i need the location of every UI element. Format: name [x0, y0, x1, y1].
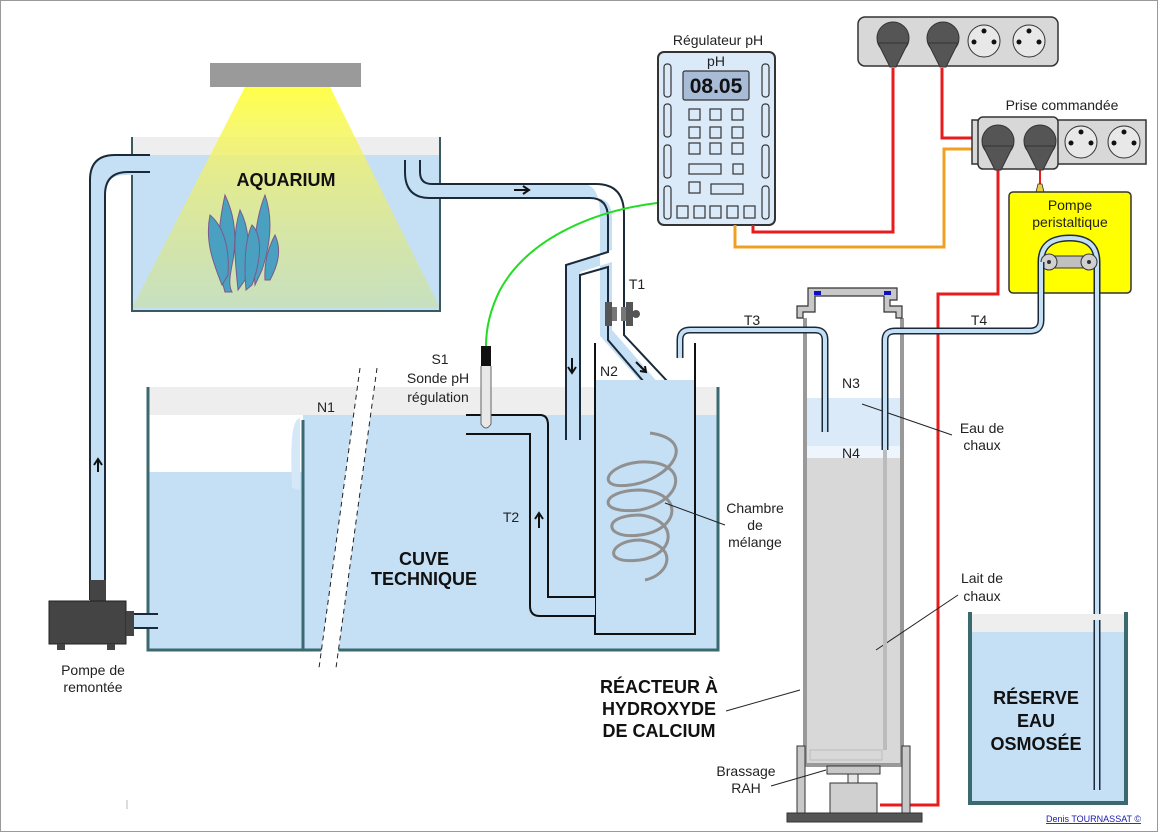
plug-icon [876, 21, 910, 68]
ro-reservoir: RÉSERVE EAU OSMOSÉE [968, 612, 1128, 805]
tube-t2-label: T2 [503, 509, 520, 525]
controller-keypad[interactable] [676, 108, 756, 219]
pipe-t2: T2 [466, 414, 595, 617]
light-beam [132, 87, 440, 308]
plant-icon [207, 193, 280, 293]
ph-controller: Régulateur pH pH 08.05 [657, 32, 776, 226]
socket-icon [1107, 125, 1141, 159]
socket-icon [1012, 24, 1046, 58]
overflow-pipe: T1 [404, 160, 669, 440]
mixing-chamber-label-line3: mélange [728, 534, 782, 550]
stirrer-motor [829, 782, 878, 814]
flow-up-arrow-icon [93, 457, 103, 472]
mixing-chamber-label-line2: de [747, 517, 763, 533]
socket-icon [967, 24, 1001, 58]
ph-probe: S1 Sonde pH régulation [407, 202, 658, 429]
peristaltic-pump-label-line1: Pompe [1048, 197, 1093, 213]
power-strip [857, 16, 1059, 68]
probe-label-line1: S1 [431, 351, 448, 367]
socket-icon [1064, 125, 1098, 159]
flow-down-arrow-icon [567, 358, 577, 375]
ro-reservoir-label-line1: RÉSERVE [993, 687, 1079, 708]
controller-side-buttons [663, 63, 770, 220]
sump-label-line1: CUVE [399, 549, 449, 569]
plug-icon [1023, 124, 1057, 171]
stirrer-label-line1: Brassage [716, 763, 775, 779]
probe-label-line3: régulation [407, 389, 469, 405]
reactor-label-line1: RÉACTEUR À [600, 676, 718, 697]
author-credit-link[interactable]: Denis TOURNASSAT © [1046, 814, 1141, 824]
ph-display [682, 70, 750, 101]
return-pump: Pompe de remontée [48, 580, 158, 695]
tube-t4: T4 [881, 262, 1045, 750]
sump-label-line2: TECHNIQUE [371, 569, 477, 589]
plug-icon [926, 21, 960, 68]
flow-up-arrow-icon [534, 511, 544, 528]
probe-label-line2: Sonde pH [407, 370, 469, 386]
lime-milk-label-line2: chaux [963, 588, 1000, 604]
level-n2-label: N2 [600, 363, 618, 379]
level-n1-label: N1 [317, 399, 335, 415]
cables [733, 68, 1041, 807]
mixing-chamber-label-line1: Chambre [726, 500, 784, 516]
reactor-label-line3: DE CALCIUM [603, 721, 716, 741]
reactor-label-line2: HYDROXYDE [602, 699, 716, 719]
aquarium: AQUARIUM [131, 63, 441, 312]
level-n4-label: N4 [842, 445, 860, 461]
peristaltic-pump-label-line2: peristaltique [1032, 214, 1108, 230]
aquarium-label: AQUARIUM [237, 170, 336, 190]
flow-diagonal-arrow-icon [635, 361, 648, 374]
ph-controller-title: Régulateur pH [673, 32, 763, 48]
lamp [210, 63, 361, 87]
mixing-coil-icon [606, 431, 678, 582]
valve-t1-icon[interactable] [605, 302, 640, 326]
tube-t3-label: T3 [744, 312, 761, 328]
lime-milk-label-line1: Lait de [961, 570, 1003, 586]
return-pump-label-line1: Pompe de [61, 662, 125, 678]
probe-cable [485, 202, 658, 347]
level-n3-label: N3 [842, 375, 860, 391]
plug-icon [981, 124, 1015, 171]
ro-reservoir-label-line3: OSMOSÉE [990, 733, 1081, 754]
controlled-outlet: Prise commandée [971, 97, 1147, 171]
return-pipe [89, 154, 150, 600]
ph-display-value: 08.05 [690, 75, 743, 98]
tube-t1-label: T1 [629, 276, 646, 292]
tube-t3: T3 [676, 312, 829, 432]
stirrer-label-line2: RAH [731, 780, 761, 796]
limewater-label-line2: chaux [963, 437, 1000, 453]
controlled-outlet-label: Prise commandée [1006, 97, 1119, 113]
return-pump-label-line2: remontée [63, 679, 122, 695]
limewater-label-line1: Eau de [960, 420, 1005, 436]
ro-reservoir-label-line2: EAU [1017, 711, 1055, 731]
tube-t4-label: T4 [971, 312, 988, 328]
mixing-chamber: Chambre de mélange N2 [594, 343, 784, 635]
ph-unit-label: pH [707, 53, 725, 69]
flow-right-arrow-icon [514, 185, 531, 195]
